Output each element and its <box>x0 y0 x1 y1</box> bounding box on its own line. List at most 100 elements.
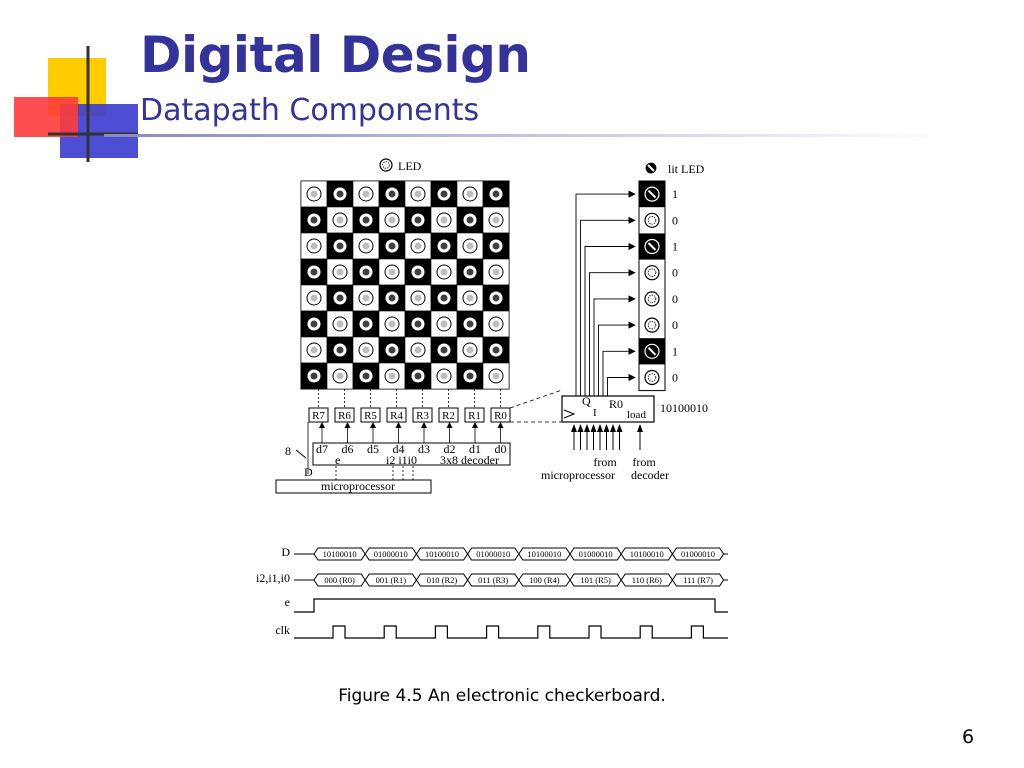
decoder-arrow <box>446 422 453 428</box>
board-led-core <box>440 242 448 250</box>
led-bit-label: 0 <box>672 292 678 306</box>
led-drive-arrow <box>575 190 636 396</box>
decoder-arrow <box>395 422 402 428</box>
lit-led-legend-icon-mark <box>647 164 655 172</box>
register-label: R3 <box>416 410 429 422</box>
register-box <box>360 407 381 423</box>
r0-load-arrow <box>637 424 643 432</box>
board-led-core <box>440 216 448 224</box>
r0-input-arrow <box>603 424 610 432</box>
timing-bus-value: 110 (R6) <box>632 575 662 585</box>
board-led-core <box>336 268 344 276</box>
column-led-icon-core <box>647 294 657 304</box>
board-led-core <box>310 320 318 328</box>
r0-input-arrow <box>584 424 590 432</box>
timing-bus-value: 010 (R2) <box>427 575 458 585</box>
timing-bus-value: 10100010 <box>630 549 664 559</box>
r0-input-arrow <box>616 424 623 432</box>
r0-name: R0 <box>609 397 623 411</box>
zoom-line-top <box>509 389 563 409</box>
board-led-core <box>336 372 344 380</box>
timing-bus-value: 000 (R0) <box>324 575 355 585</box>
led-drive-arrow <box>593 295 636 396</box>
led-bit-label: 0 <box>672 266 678 280</box>
board-led-core <box>310 294 318 302</box>
decoder-output-label: d3 <box>418 442 430 456</box>
board-cell <box>300 284 328 312</box>
board-led-core <box>492 346 500 354</box>
board-led-core <box>440 372 448 380</box>
led-bit-label: 0 <box>672 371 678 385</box>
board-led-core <box>466 346 474 354</box>
board-led-core <box>362 346 370 354</box>
enable-waveform <box>294 598 728 613</box>
decoder-output-label: d2 <box>444 442 456 456</box>
decoder-output-label: d6 <box>342 442 354 456</box>
figure-caption: Figure 4.5 An electronic checkerboard. <box>338 686 666 706</box>
board-led-core <box>310 346 318 354</box>
register-label: R0 <box>494 410 507 422</box>
r0-input-arrow <box>597 424 603 432</box>
board-cell <box>456 336 484 364</box>
timing-bus-value: 101 (R5) <box>580 575 611 585</box>
board-led-core <box>440 190 448 198</box>
led-bit-label: 1 <box>672 187 678 201</box>
slide-title: Digital Design <box>140 26 531 84</box>
timing-bus-value: 100 (R4) <box>529 575 560 585</box>
decoder-output-label: d4 <box>393 442 405 456</box>
microprocessor-box <box>275 479 432 494</box>
column-led-icon-core <box>647 320 657 330</box>
board-led-core <box>466 320 474 328</box>
board-led-core <box>310 216 318 224</box>
board-led-core <box>492 320 500 328</box>
board-led-core <box>388 294 396 302</box>
column-led-icon <box>644 317 660 333</box>
led-drive-arrow <box>580 216 636 396</box>
column-led-icon-mark <box>647 189 657 199</box>
timing-signal-name: clk <box>275 623 290 637</box>
timing-bus-value: 111 (R7) <box>683 575 713 585</box>
decoder-enable-label: e <box>335 453 340 467</box>
led-bit-label: 1 <box>672 240 678 254</box>
r0-value: 10100010 <box>660 401 708 415</box>
decoder-name: 3x8 decoder <box>440 453 499 467</box>
r0-input-arrow <box>577 424 584 432</box>
clock-triangle <box>563 409 576 419</box>
led-legend-icon-core <box>382 161 390 169</box>
board-led-core <box>414 242 422 250</box>
bus-slash <box>295 449 307 459</box>
decoder-arrow <box>497 422 504 428</box>
r0-input-arrow <box>590 424 597 432</box>
board-led-core <box>336 294 344 302</box>
slide-subtitle: Datapath Components <box>140 93 480 128</box>
led-legend-icon <box>379 158 393 172</box>
led-bit-label: 0 <box>672 213 678 227</box>
decoder-output-label: d1 <box>469 442 481 456</box>
board-led-core <box>466 268 474 276</box>
decoder-select-label: i2 i1i0 <box>386 453 417 467</box>
source-1-label: microprocessor <box>541 468 615 482</box>
board-led-core <box>362 320 370 328</box>
board-led-core <box>336 216 344 224</box>
board-led-core <box>336 346 344 354</box>
led-drive-arrow <box>602 347 636 396</box>
column-led-icon <box>644 238 660 255</box>
slide-logo <box>14 46 138 162</box>
timing-bus-value: 10100010 <box>425 549 459 559</box>
board-led-core <box>388 320 396 328</box>
register-label: R5 <box>364 410 377 422</box>
r0-i-label: I <box>593 407 597 419</box>
timing-signal-name: e <box>285 595 290 609</box>
r0-load-label: load <box>627 409 646 421</box>
decoder-arrow <box>472 422 478 428</box>
r0-q-label: Q <box>582 394 591 408</box>
board-led-core <box>466 190 474 198</box>
board-led-core <box>466 372 474 380</box>
board-led-core <box>388 216 396 224</box>
decoder-output-label: d0 <box>495 442 507 456</box>
register-label: R4 <box>390 410 403 422</box>
register-box <box>308 407 329 423</box>
